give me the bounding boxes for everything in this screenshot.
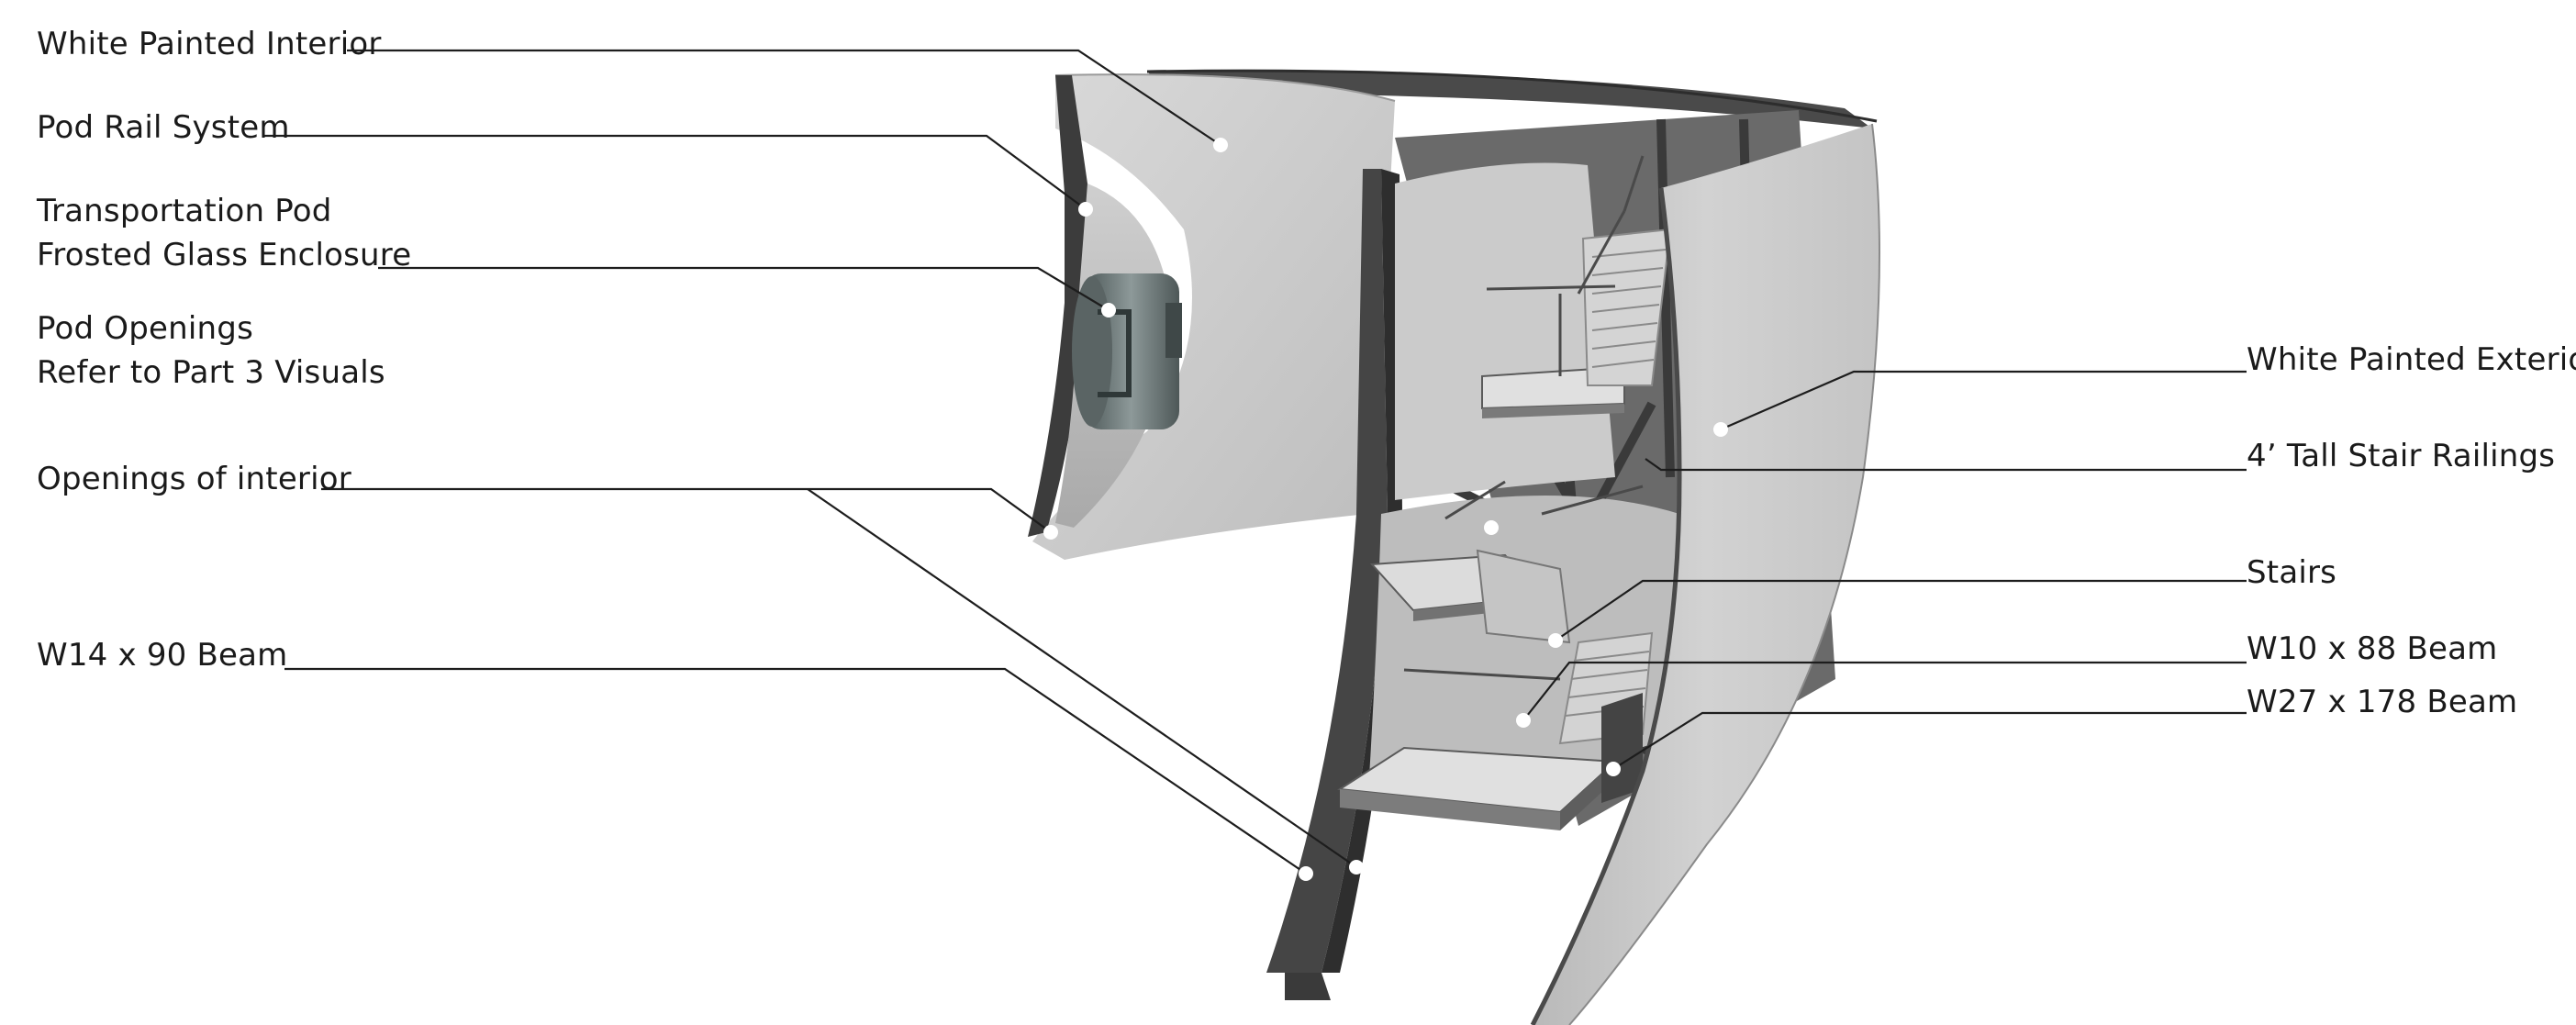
upper-railings (1486, 155, 1645, 376)
leader-stairs (1555, 579, 2247, 641)
dot-railings (1484, 520, 1499, 535)
leader-openings-of-interior (321, 487, 1052, 533)
label-transportation-pod: Transportation Pod Frosted Glass Enclosu… (37, 193, 412, 273)
dot-openings-b (1349, 860, 1364, 875)
label-stair-railings: 4’ Tall Stair Railings (2247, 438, 2556, 474)
label-stairs: Stairs (2247, 554, 2337, 591)
leader-pod-rail-system (262, 134, 1087, 210)
label-w10-beam: W10 x 88 Beam (2247, 630, 2498, 667)
label-pod-rail-system: Pod Rail System (37, 109, 290, 146)
dot-w14 (1299, 866, 1313, 881)
label-pod-openings: Pod Openings Refer to Part 3 Visuals (37, 310, 385, 391)
leader-white-painted-interior (347, 49, 1221, 146)
leader-lines (262, 49, 2247, 875)
dot-stairs (1548, 633, 1563, 648)
leader-transportation-pod (378, 266, 1110, 311)
leader-w27-beam (1612, 711, 2247, 770)
dot-pod (1101, 303, 1116, 318)
dot-w10 (1516, 713, 1531, 728)
leader-w10-beam (1522, 661, 2247, 721)
pod-rail (1028, 75, 1087, 537)
mid-railings (1403, 480, 1644, 681)
leader-white-painted-exterior (1720, 370, 2247, 431)
label-white-painted-interior: White Painted Interior (37, 26, 382, 62)
callout-dots (1043, 138, 1728, 881)
dot-openings (1043, 525, 1058, 540)
exterior-shell (1533, 124, 1879, 1025)
leader-openings-of-interior-b (807, 488, 1357, 868)
dot-interior (1213, 138, 1228, 152)
top-rim (1147, 71, 1872, 128)
label-openings-of-interior: Openings of interior (37, 461, 351, 497)
leader-stair-railings (1645, 458, 2247, 472)
dot-w27 (1606, 762, 1621, 776)
stair-run-1 (1581, 228, 1672, 386)
interior-shell (1032, 74, 1395, 561)
top-rim-edge (1146, 69, 1878, 123)
upper-interior (1395, 162, 1615, 500)
dot-pod-rail (1078, 202, 1093, 217)
label-white-painted-exterior: White Painted Exterior (2247, 341, 2576, 378)
leader-w14-beam (284, 667, 1307, 875)
dot-exterior (1713, 422, 1728, 437)
label-w27-beam: W27 x 178 Beam (2247, 684, 2518, 720)
main-column (1266, 169, 1388, 973)
label-w14-beam: W14 x 90 Beam (37, 637, 288, 674)
